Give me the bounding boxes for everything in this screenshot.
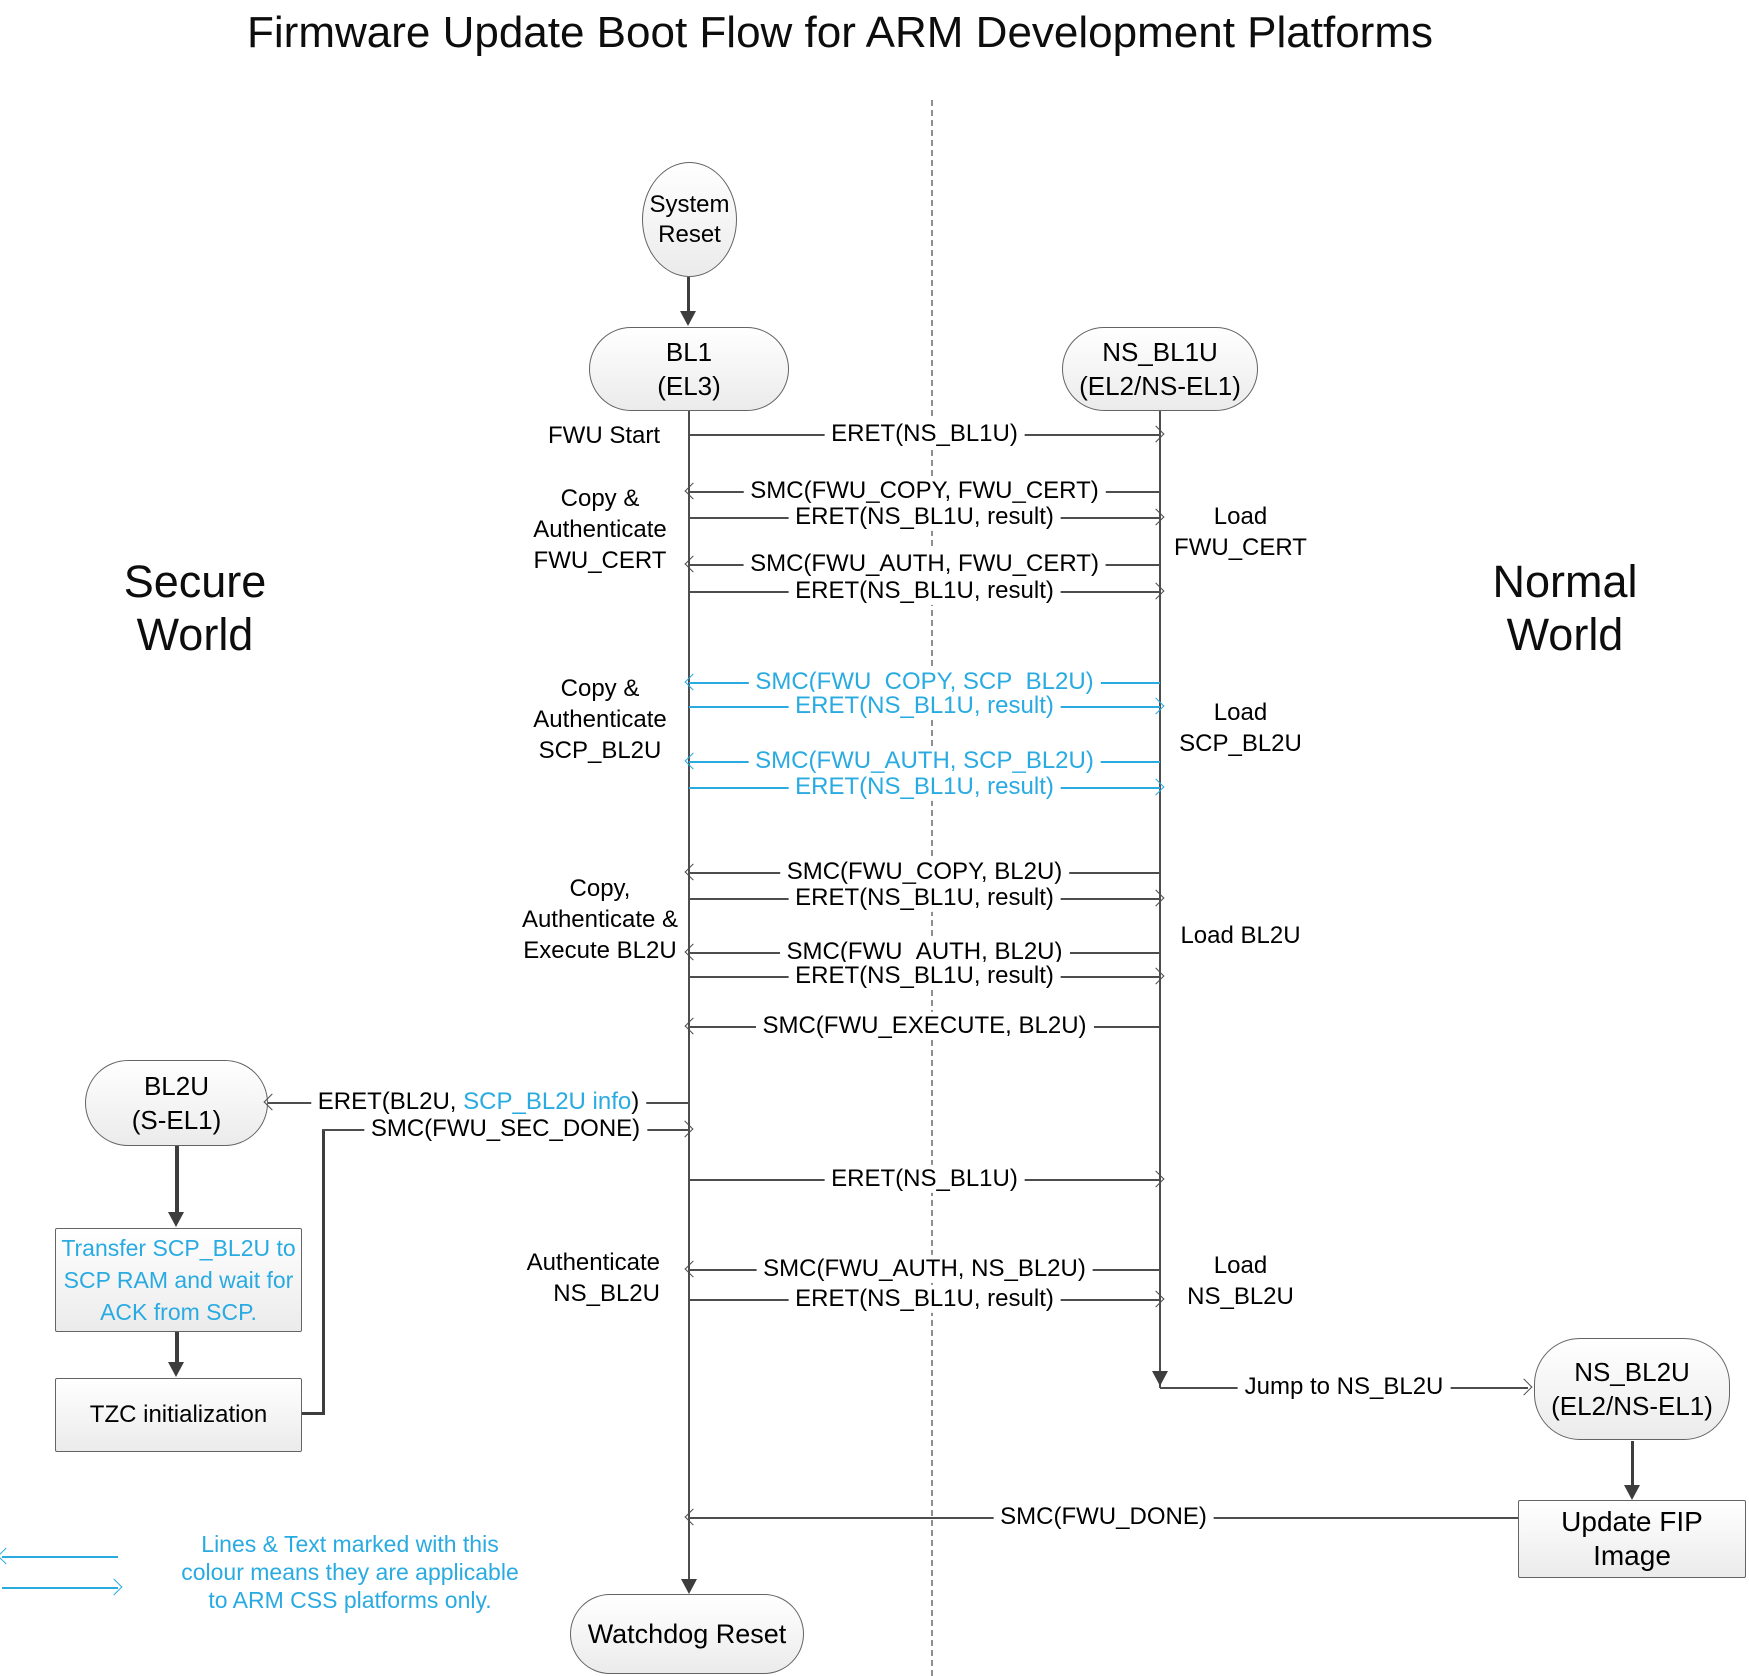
normal-world-label: Normal World	[1492, 556, 1638, 660]
page-title: Firmware Update Boot Flow for ARM Develo…	[247, 8, 1433, 57]
bl1-lifeline	[688, 410, 690, 1580]
update-fip-box: Update FIP Image	[1518, 1500, 1746, 1578]
annotation-copy-auth-exec-bl2u: Copy, Authenticate & Execute BL2U	[521, 875, 679, 964]
arrowhead-right-icon	[1515, 1378, 1533, 1396]
ns-bl2u-to-fip-line	[1631, 1441, 1634, 1485]
bl2u-node: BL2U (S-EL1)	[85, 1060, 268, 1146]
ns-bl2u-to-fip-arrowhead	[1624, 1485, 1640, 1500]
arrowhead-right-icon	[1147, 1170, 1165, 1188]
transfer-to-tzc-line	[175, 1332, 179, 1362]
arrowhead-left-icon	[0, 1547, 15, 1565]
bl1-node: BL1 (EL3)	[589, 327, 789, 411]
secure-world-label: Secure World	[123, 556, 267, 660]
system-reset-arrow-line	[687, 277, 690, 311]
arrowhead-right-icon	[1147, 889, 1165, 907]
arrowhead-right-icon	[1147, 697, 1165, 715]
ns-bl1u-lifeline-arrowhead	[1152, 1371, 1168, 1386]
bl2u-to-transfer-line	[175, 1146, 179, 1212]
arrowhead-right-icon	[676, 1120, 694, 1138]
annotation-fwu-start: FWU Start	[548, 422, 660, 449]
tzc-connector-horizontal	[302, 1412, 325, 1415]
legend-text: Lines & Text marked with this colour mea…	[181, 1531, 519, 1613]
arrowhead-right-icon	[105, 1578, 123, 1596]
bl2u-to-transfer-arrowhead	[168, 1212, 184, 1227]
arrowhead-right-icon	[1147, 778, 1165, 796]
annotation-copy-auth-scp-bl2u: Copy & Authenticate SCP_BL2U	[533, 675, 667, 764]
annotation-load-fwu-cert: Load FWU_CERT	[1174, 503, 1307, 561]
arrowhead-right-icon	[1147, 967, 1165, 985]
ns-bl1u-node: NS_BL1U (EL2/NS-EL1)	[1062, 327, 1258, 411]
annotation-auth-ns-bl2u: Authenticate NS_BL2U	[526, 1249, 660, 1307]
annotation-load-ns-bl2u: Load NS_BL2U	[1187, 1252, 1294, 1310]
annotation-load-bl2u: Load BL2U	[1180, 922, 1301, 949]
annotation-load-scp-bl2u: Load SCP_BL2U	[1179, 699, 1302, 757]
system-reset-node: System Reset	[642, 162, 737, 277]
transfer-scp-box: Transfer SCP_BL2U to SCP RAM and wait fo…	[55, 1228, 302, 1332]
ns-bl2u-node: NS_BL2U (EL2/NS-EL1)	[1534, 1338, 1730, 1440]
bl1-lifeline-arrowhead	[681, 1579, 697, 1594]
arrowhead-right-icon	[1147, 508, 1165, 526]
tzc-init-box: TZC initialization	[55, 1378, 302, 1452]
tzc-connector-vertical	[322, 1130, 325, 1414]
arrowhead-right-icon	[1147, 425, 1165, 443]
transfer-to-tzc-arrowhead	[168, 1362, 184, 1377]
system-reset-arrowhead	[680, 311, 696, 326]
watchdog-reset-node: Watchdog Reset	[570, 1594, 804, 1674]
arrowhead-right-icon	[1147, 1290, 1165, 1308]
annotation-copy-auth-fwu-cert: Copy & Authenticate FWU_CERT	[533, 485, 667, 574]
arrowhead-right-icon	[1147, 582, 1165, 600]
